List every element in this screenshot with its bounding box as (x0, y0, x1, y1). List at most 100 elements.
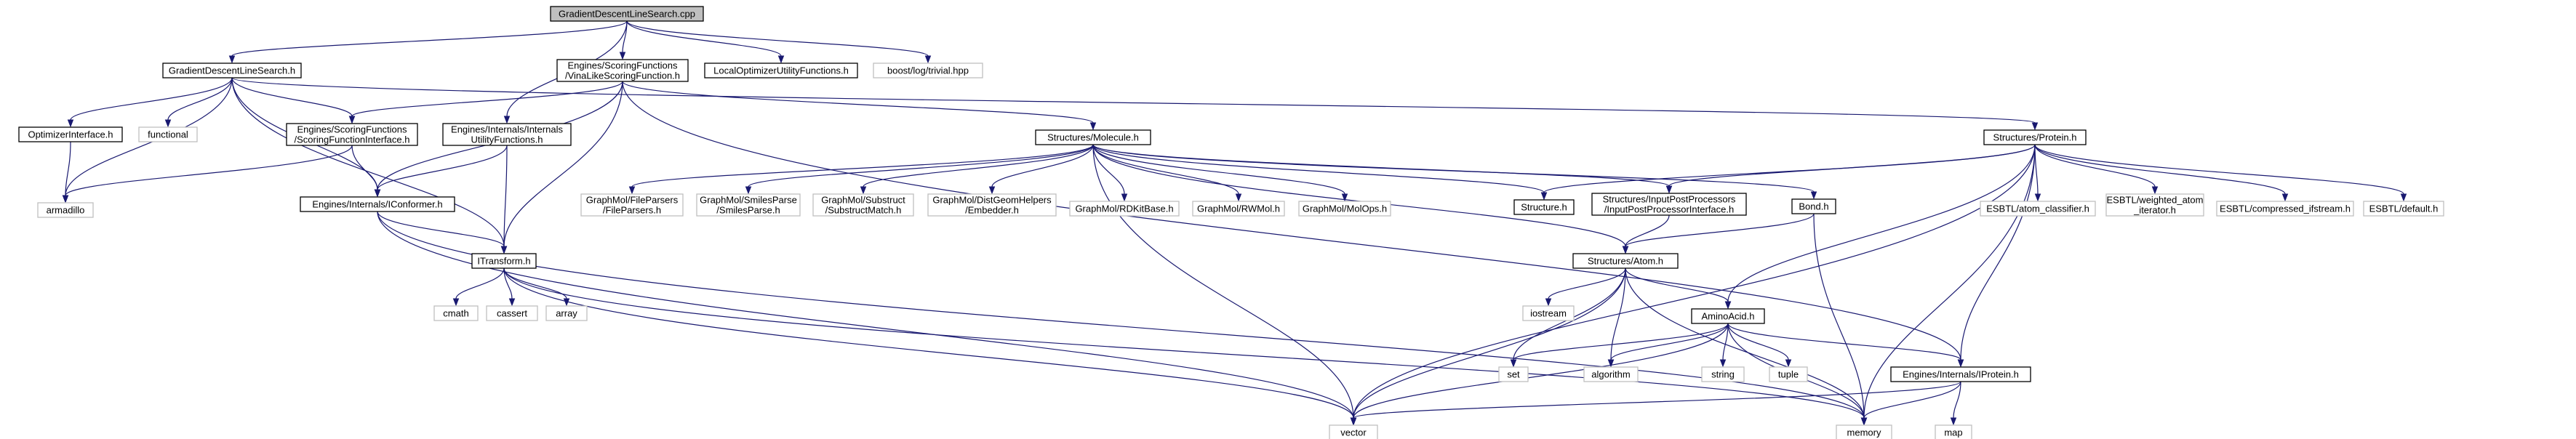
edge-sfi-to-iconf (351, 145, 381, 198)
node-armadillo: armadillo (37, 202, 94, 218)
node-box (1522, 305, 1575, 321)
edge-arrowhead (1607, 359, 1615, 368)
edge-vina-to-itrans (500, 81, 623, 254)
node-string: string (1701, 366, 1745, 382)
edge-iconf-to-itrans (377, 211, 508, 254)
node-optint[interactable]: OptimizerInterface.h (18, 126, 123, 142)
edge-arrowhead (628, 186, 636, 195)
node-label: Structures/Molecule.h (1047, 132, 1139, 143)
node-box (433, 305, 479, 321)
node-atom[interactable]: Structures/Atom.h (1572, 253, 1679, 269)
node-label: Structures/Atom.h (1588, 256, 1663, 267)
node-molops: GraphMol/MolOps.h (1298, 201, 1391, 217)
node-itrans[interactable]: ITransform.h (471, 253, 537, 269)
edge-line (1625, 213, 1815, 247)
node-label: /SubstructMatch.h (825, 205, 902, 216)
edge-line (167, 77, 233, 121)
edge-molecule-to-rwmol (1092, 144, 1242, 202)
node-molecule[interactable]: Structures/Molecule.h (1035, 129, 1151, 145)
node-iprotein[interactable]: Engines/Internals/IProtein.h (1890, 366, 2031, 382)
edge-line (1610, 323, 1729, 361)
node-label: GraphMol/RWMol.h (1197, 204, 1280, 214)
edge-itrans-to-vector (503, 267, 1357, 426)
node-structure[interactable]: Structure.h (1513, 199, 1575, 215)
node-iuf[interactable]: Engines/Internals/InternalsUtilityFuncti… (442, 123, 572, 146)
node-label: Structures/InputPostProcessors (1603, 194, 1736, 205)
edge-line (1727, 323, 1961, 361)
edge-arrowhead (1540, 192, 1548, 201)
node-label: GraphMol/SmilesParse (700, 195, 797, 206)
edge-arrowhead (988, 186, 996, 195)
node-label: LocalOptimizerUtilityFunctions.h (713, 65, 849, 76)
edge-arrowhead (1810, 191, 1817, 200)
edge-line (65, 141, 71, 196)
edge-line (1960, 144, 2036, 361)
edge-line (1092, 144, 1345, 195)
node-box (1329, 424, 1378, 439)
edge-atom-to-iostream (1545, 267, 1626, 307)
node-default: ESBTL/default.h (2363, 201, 2444, 217)
edge-ipp-to-atom (1622, 214, 1670, 254)
edge-arrowhead (1724, 301, 1732, 310)
edge-line (1668, 144, 2036, 187)
edge-arrowhead (2151, 186, 2159, 195)
node-label: vector (1340, 427, 1367, 438)
node-box (696, 193, 801, 217)
edge-arrowhead (374, 189, 381, 198)
node-vina[interactable]: Engines/ScoringFunctions/VinaLikeScoring… (556, 59, 689, 82)
node-smiles: GraphMol/SmilesParse/SmilesParse.h (696, 193, 801, 217)
node-ipp[interactable]: Structures/InputPostProcessors/InputPost… (1591, 193, 1747, 216)
edge-line (1813, 213, 1865, 419)
node-box (1980, 201, 2096, 217)
edge-arrowhead (2281, 193, 2289, 202)
edge-line (2034, 144, 2039, 195)
node-box (1572, 253, 1679, 269)
node-map: map (1935, 424, 1972, 439)
node-sfi[interactable]: Engines/ScoringFunctions/ScoringFunction… (286, 123, 418, 146)
edge-arrowhead (1235, 193, 1242, 202)
edge-line (631, 144, 1094, 188)
node-label: Bond.h (1799, 201, 1828, 212)
edge-arrowhead (62, 195, 69, 204)
edge-optint-to-armadillo (62, 141, 71, 204)
edge-line (65, 145, 353, 196)
edge-line (1092, 144, 1670, 187)
edge-line (1092, 144, 1815, 193)
node-box (1791, 198, 1836, 214)
node-aminoacid[interactable]: AminoAcid.h (1691, 308, 1765, 324)
edge-iuf-to-iconf (374, 145, 508, 198)
node-label: Engines/Internals/Internals (451, 124, 563, 135)
node-louf[interactable]: LocalOptimizerUtilityFunctions.h (704, 63, 858, 78)
node-box (550, 6, 704, 22)
edge-aminoacid-to-iprotein (1727, 323, 1964, 368)
node-protein[interactable]: Structures/Protein.h (1983, 129, 2087, 145)
edge-line (1625, 267, 1729, 302)
node-bond[interactable]: Bond.h (1791, 198, 1836, 214)
edge-line (1625, 214, 1670, 247)
edge-aminoacid-to-tuple (1727, 323, 1792, 368)
node-gdls_h[interactable]: GradientDescentLineSearch.h (162, 63, 302, 78)
edge-gdls_h-to-optint (67, 77, 233, 128)
edge-molecule-to-bond (1092, 144, 1817, 200)
edge-line (626, 20, 782, 57)
node-box (580, 193, 684, 217)
edge-line (503, 267, 1865, 419)
edge-vina-to-molecule (622, 81, 1097, 131)
node-label: cmath (443, 308, 468, 319)
edge-line (1513, 323, 1729, 361)
edge-line (2034, 144, 2404, 195)
edge-arrowhead (452, 298, 460, 307)
edge-line (503, 267, 567, 299)
edge-protein-to-vector (1350, 144, 2036, 426)
node-label: /ScoringFunctionInterface.h (295, 134, 410, 145)
edge-arrowhead (164, 119, 172, 128)
node-label: algorithm (1591, 369, 1630, 380)
node-iconf[interactable]: Engines/Internals/IConformer.h (300, 196, 455, 212)
edge-arrowhead (619, 52, 626, 60)
edge-line (622, 81, 1094, 124)
edge-arrowhead (1785, 359, 1792, 368)
node-label: /SmilesParse.h (716, 205, 780, 216)
edge-molecule-to-ipp (1092, 144, 1673, 194)
node-atomclass: ESBTL/atom_classifier.h (1980, 201, 2096, 217)
node-label: /FileParsers.h (603, 205, 661, 216)
